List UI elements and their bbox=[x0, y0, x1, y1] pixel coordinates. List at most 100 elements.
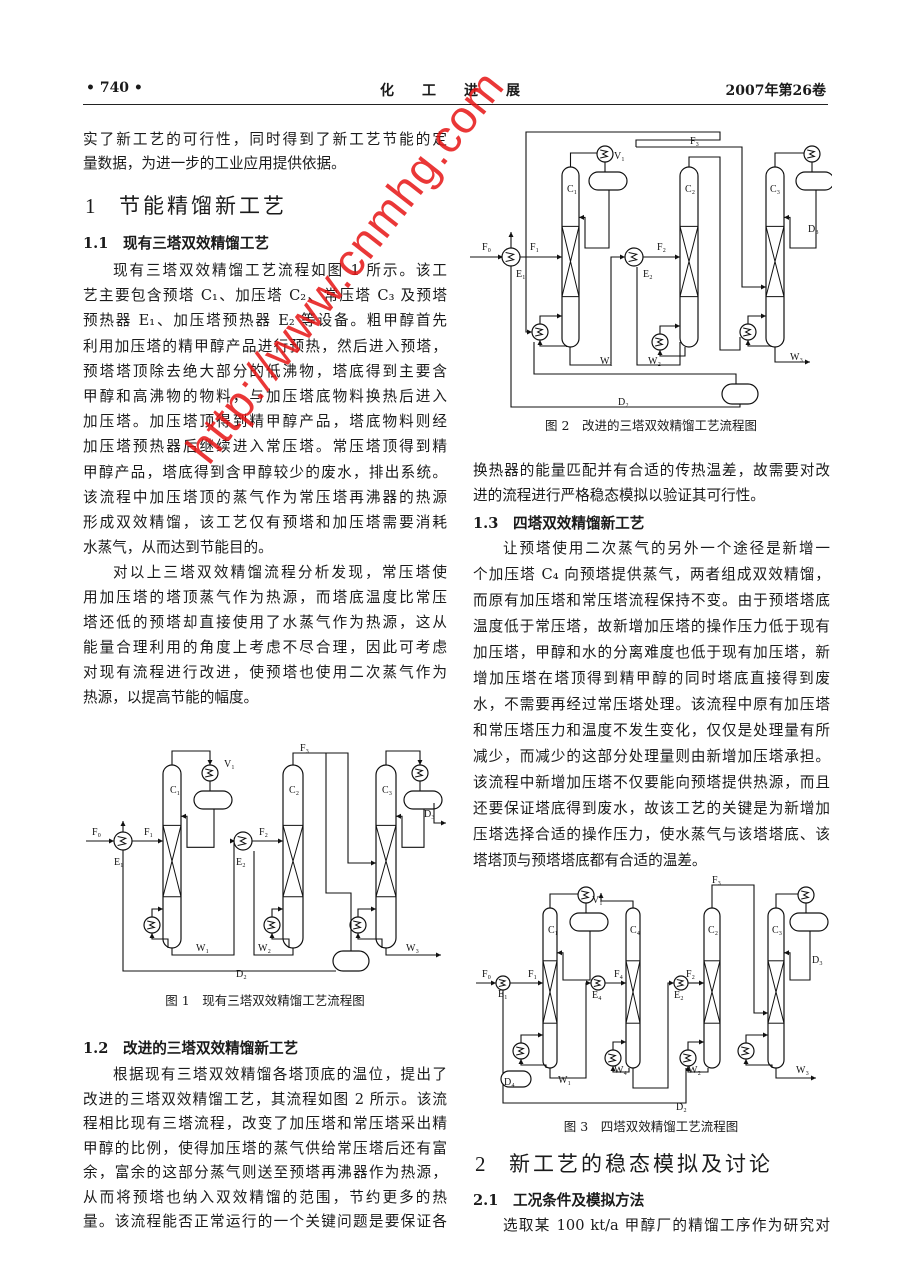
coil-icon bbox=[683, 1053, 692, 1063]
stream-line bbox=[533, 342, 737, 384]
arrow-head-icon bbox=[508, 232, 514, 237]
arrow-head-icon bbox=[269, 933, 275, 938]
arrow-head-icon bbox=[417, 760, 423, 765]
stream-label-v1: V₁ bbox=[592, 895, 603, 906]
section-number: 1.1 bbox=[83, 235, 109, 252]
coil-icon bbox=[741, 1046, 750, 1056]
text-line: 塔还低的预塔却直接使用了水蒸气作为热源，这从 bbox=[83, 614, 447, 631]
text-line: 加压塔。加压塔顶得到精甲醇产品，塔底物料则经 bbox=[83, 413, 447, 431]
packing-icon bbox=[375, 825, 397, 897]
coil-icon bbox=[593, 979, 602, 987]
coil-icon bbox=[608, 1053, 617, 1063]
stream-label-f3: F₃ bbox=[690, 136, 699, 147]
heat-exchanger-icon bbox=[495, 975, 511, 991]
stream-line bbox=[784, 931, 811, 981]
stream-label-e1: E₁ bbox=[114, 857, 124, 868]
text-line: 甲醇的比例，使得加压塔的蒸气供给常压塔后还有富 bbox=[83, 1139, 447, 1157]
arrow-head-icon bbox=[441, 820, 446, 826]
arrow-head-icon bbox=[620, 254, 625, 260]
heat-exchanger-icon bbox=[679, 1049, 697, 1067]
arrow-head-icon bbox=[805, 359, 810, 365]
arrow-head-icon bbox=[557, 950, 562, 956]
arrow-head-icon bbox=[538, 980, 543, 986]
heat-exchanger-icon bbox=[501, 247, 521, 267]
stream-label-w3: W₃ bbox=[406, 943, 419, 954]
section-number: 1.3 bbox=[473, 515, 499, 532]
coil-icon bbox=[267, 920, 276, 930]
stream-line bbox=[539, 315, 562, 324]
heat-exchanger-icon bbox=[411, 764, 429, 782]
reflux-drum bbox=[332, 950, 370, 972]
stream-label-w3: W₃ bbox=[796, 1065, 809, 1076]
stream-line bbox=[520, 1034, 543, 1043]
stream-label-d2: D₂ bbox=[618, 397, 629, 408]
text-line: 还要保证塔底得到废水，故该工艺的关键是为新增加 bbox=[473, 800, 830, 817]
section-title: 现有三塔双效精馏工艺 bbox=[123, 235, 269, 252]
stream-line bbox=[357, 908, 376, 917]
text-line: 量数据，为进一步的工业应用提供依据。 bbox=[83, 155, 346, 172]
reflux-drum bbox=[721, 383, 759, 405]
page-number: • 740 • bbox=[86, 80, 143, 96]
heat-exchanger-icon bbox=[624, 247, 644, 267]
heat-exchanger-icon bbox=[201, 764, 219, 782]
coil-icon bbox=[807, 149, 816, 159]
text-line: 进的流程进行严格稳态模拟以验证其可行性。 bbox=[473, 487, 765, 504]
section-title: 四塔双效精馏新工艺 bbox=[513, 515, 645, 532]
heat-exchanger-icon bbox=[143, 916, 161, 934]
text-line: 而原有加压塔和常压塔流程保持不变。由于预塔塔底 bbox=[473, 592, 830, 609]
stream-line bbox=[636, 267, 681, 366]
arrow-head-icon bbox=[669, 980, 674, 986]
arrow-head-icon bbox=[355, 933, 361, 938]
stream-label-w1: W₁ bbox=[558, 1075, 571, 1086]
figure-1-caption: 图 1 现有三塔双效精馏工艺流程图 bbox=[165, 993, 365, 1008]
stream-line bbox=[775, 1068, 816, 1079]
heat-exchanger-icon bbox=[596, 145, 614, 163]
text-line: 程相比现有三塔流程，改变了加压塔和常压塔采出精 bbox=[83, 1115, 447, 1132]
reflux-drum bbox=[588, 171, 628, 191]
stream-label-f2: F₂ bbox=[686, 969, 695, 980]
arrow-head-icon bbox=[158, 838, 163, 844]
packing-icon bbox=[542, 960, 558, 1024]
arrow-head-icon bbox=[498, 254, 503, 260]
coil-icon bbox=[498, 979, 507, 987]
arrow-head-icon bbox=[784, 950, 789, 956]
text-line: 余，富余的这部分蒸气则送至预塔再沸器作为热源， bbox=[83, 1164, 447, 1181]
text-line: 实了新工艺的可行性，同时得到了新工艺节能的定 bbox=[83, 131, 447, 148]
arrow-head-icon bbox=[699, 980, 704, 986]
heat-exchanger-icon bbox=[531, 323, 549, 341]
coil-icon bbox=[237, 836, 248, 846]
stream-line bbox=[151, 908, 163, 917]
text-line: 艺主要包含预塔 C₁、加压塔 C₂、常压塔 C₃ 及预塔 bbox=[83, 287, 447, 305]
text-line: 减少，而减少的这部分处理量则由新增加压塔承担。 bbox=[473, 748, 830, 765]
text-line: 塔塔顶与预塔塔底都有合适的温差。 bbox=[473, 852, 707, 869]
heat-exchanger-icon bbox=[349, 916, 367, 934]
section-title: 节能精馏新工艺 bbox=[119, 194, 287, 218]
arrow-head-icon bbox=[109, 838, 114, 844]
arrow-head-icon bbox=[120, 821, 126, 826]
stream-line bbox=[122, 850, 336, 972]
stream-line bbox=[747, 315, 766, 324]
packing-icon bbox=[679, 226, 699, 297]
arrow-head-icon bbox=[586, 980, 591, 986]
arrow-head-icon bbox=[598, 893, 604, 898]
text-line: 预热器 E₁、加压塔预热器 E₂ 等设备。粗甲醇首先 bbox=[83, 312, 447, 330]
coil-icon bbox=[676, 979, 685, 987]
text-line: 加压塔预热器后继续进入常压塔。常压塔顶得到精 bbox=[83, 438, 447, 456]
heat-exchanger-icon bbox=[604, 1049, 622, 1067]
stream-line bbox=[711, 884, 768, 1014]
arrow-head-icon bbox=[621, 1039, 626, 1045]
section-number: 2 bbox=[475, 1152, 489, 1176]
paragraph-analysis: 对以上三塔双效精馏流程分析发现，常压塔使用加压塔的塔顶蒸气作为热源，而塔底温度比… bbox=[83, 560, 447, 710]
stream-label-e1: E₁ bbox=[498, 989, 508, 1000]
text-line: 从而将预塔也纳入双效精馏的范围，节约更多的热 bbox=[83, 1188, 447, 1206]
arrow-head-icon bbox=[396, 813, 401, 819]
stream-line bbox=[745, 1034, 768, 1043]
stream-line bbox=[774, 347, 810, 363]
stream-line bbox=[557, 931, 591, 981]
stream-label-w2: W₂ bbox=[688, 1065, 701, 1076]
arrow-head-icon bbox=[436, 952, 441, 958]
heat-exchanger-icon bbox=[263, 916, 281, 934]
stream-label-d4: D₄ bbox=[504, 1077, 515, 1088]
packing-icon bbox=[703, 960, 721, 1024]
